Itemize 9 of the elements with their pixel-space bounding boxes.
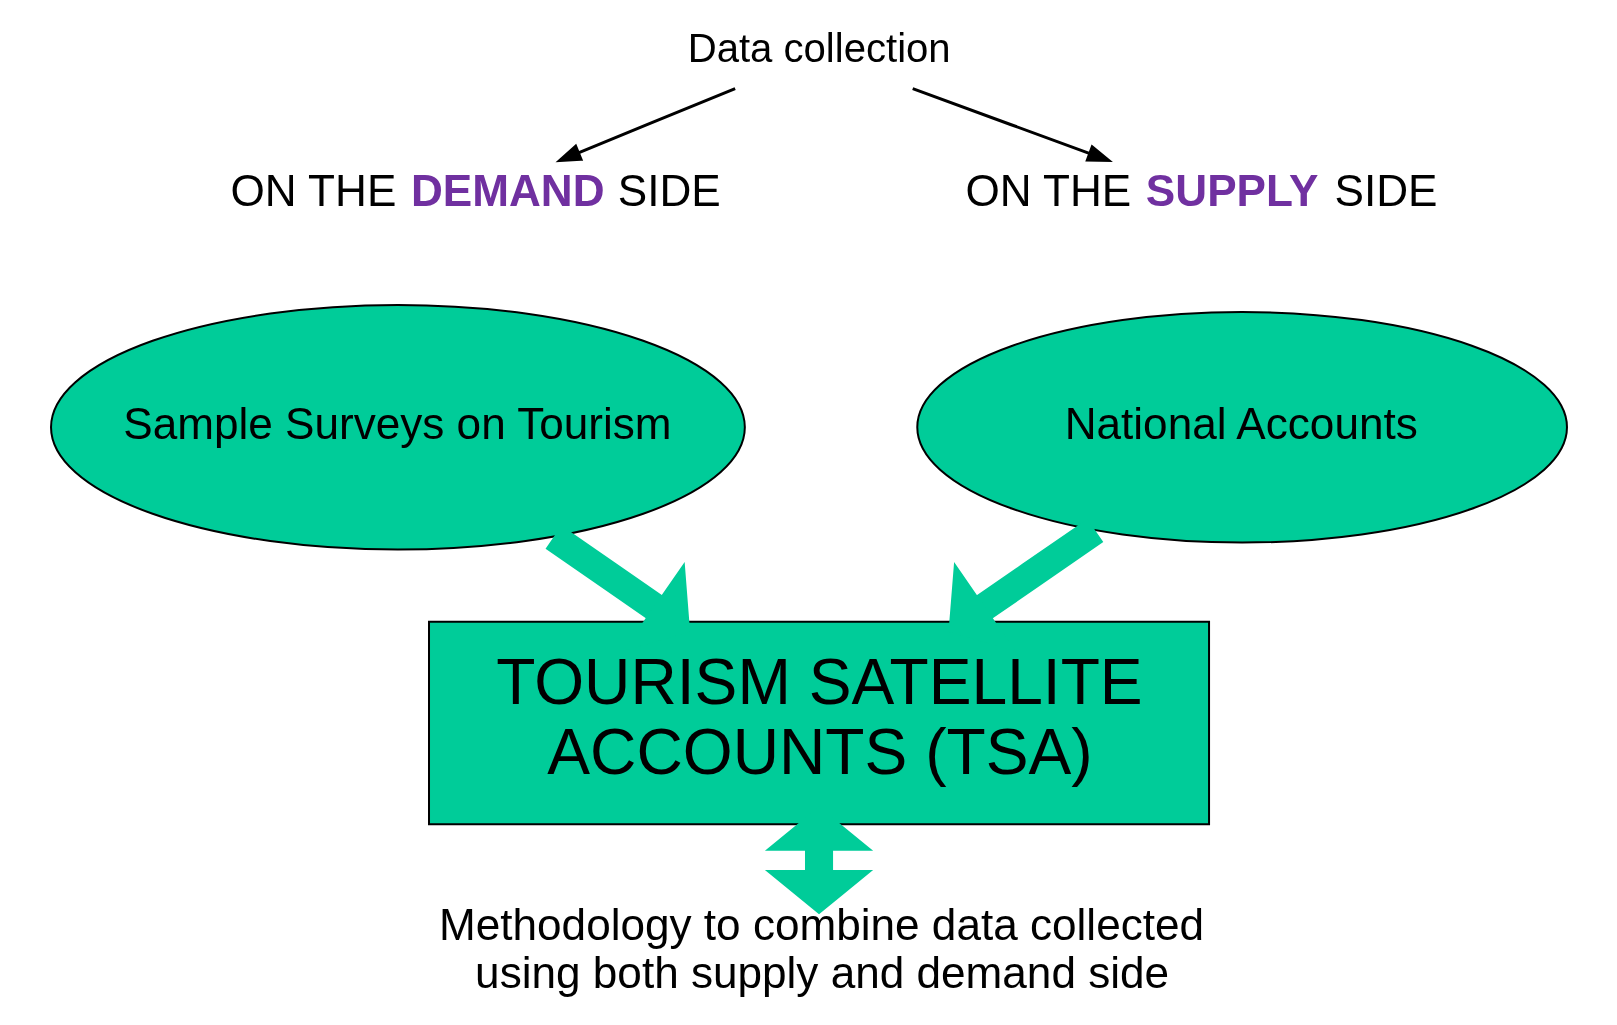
node-ellipse: National Accounts xyxy=(915,310,1568,544)
node-ellipse: Sample Surveys on Tourism xyxy=(49,303,746,551)
node-text: ON THE DEMAND SIDE xyxy=(229,165,721,215)
node-box: TOURISM SATELLITE ACCOUNTS (TSA) xyxy=(427,620,1210,826)
node-text: Methodology to combine data collected using both supply and demand side xyxy=(438,899,1204,997)
arrow xyxy=(911,87,1113,162)
node-text: Data collection xyxy=(687,26,951,71)
node-text: ON THE SUPPLY SIDE xyxy=(964,165,1438,215)
arrow xyxy=(555,87,736,163)
